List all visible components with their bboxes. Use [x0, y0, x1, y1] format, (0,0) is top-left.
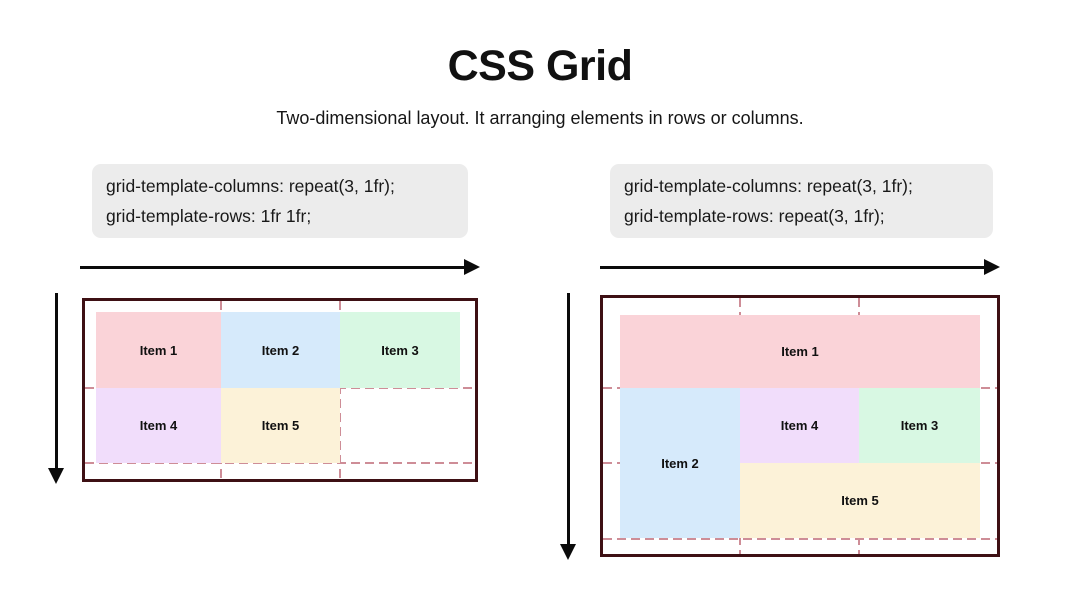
grid-item: Item 3: [859, 388, 980, 463]
grid-item-label: Item 4: [780, 418, 819, 433]
grid-line-vertical: [339, 301, 341, 479]
grid-item-label: Item 4: [139, 418, 178, 433]
grid-item-label: Item 3: [381, 342, 419, 358]
code-block-left: grid-template-columns: repeat(3, 1fr); g…: [92, 164, 468, 238]
grid-item: Item 5: [221, 388, 340, 463]
grid-line-horizontal: [603, 538, 997, 540]
code-line: grid-template-rows: repeat(3, 1fr);: [624, 206, 885, 226]
grid-demo-left: Item 1 Item 2 Item 3 Item 4 Item 5: [82, 298, 478, 482]
grid-item: Item 1: [96, 312, 221, 388]
grid-item-label: Item 2: [261, 342, 300, 358]
grid-item-label: Item 5: [841, 493, 879, 508]
code-line: grid-template-columns: repeat(3, 1fr);: [106, 176, 395, 196]
column-direction-arrow-left: [80, 259, 480, 275]
grid-item: Item 2: [221, 312, 340, 388]
grid-item: Item 4: [96, 388, 221, 463]
page-subtitle: Two-dimensional layout. It arranging ele…: [276, 108, 804, 128]
column-direction-arrow-right: [600, 259, 1000, 275]
code-line: grid-template-columns: repeat(3, 1fr);: [624, 176, 913, 196]
grid-item-label: Item 3: [900, 418, 939, 433]
grid-item: Item 2: [620, 388, 740, 538]
grid-item-label: Item 2: [661, 455, 699, 471]
grid-item: Item 5: [740, 463, 980, 538]
grid-demo-right: Item 1 Item 2 Item 4 Item 3 Item 5: [600, 295, 1000, 557]
grid-item-label: Item 5: [261, 418, 300, 433]
grid-item: Item 1: [620, 315, 980, 388]
grid-item-label: Item 1: [781, 344, 819, 359]
row-direction-arrow-right: [560, 293, 576, 560]
code-line: grid-template-rows: 1fr 1fr;: [106, 206, 312, 226]
grid-line-horizontal: [85, 462, 475, 464]
row-direction-arrow-left: [48, 293, 64, 484]
grid-item-label: Item 1: [139, 342, 178, 358]
page-title: CSS Grid: [447, 42, 633, 90]
code-block-right: grid-template-columns: repeat(3, 1fr); g…: [610, 164, 993, 238]
grid-item: Item 3: [340, 312, 460, 388]
grid-item: Item 4: [740, 388, 859, 463]
